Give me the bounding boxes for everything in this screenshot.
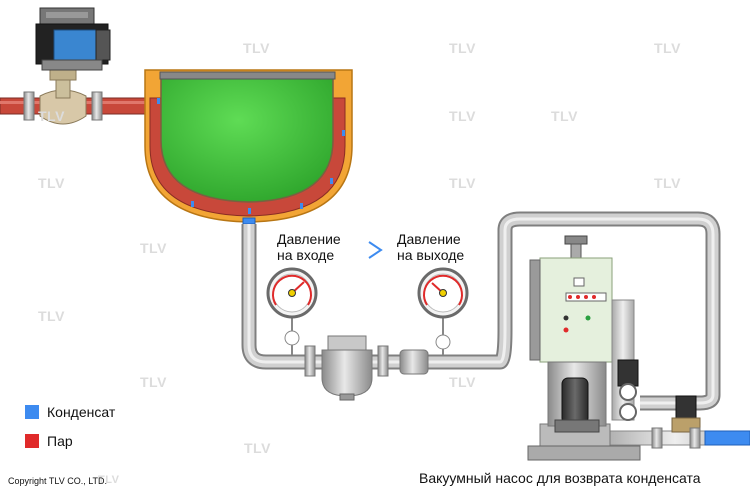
watermark: TLV [140,374,167,390]
copyright-text: Copyright TLV CO., LTD. [8,476,108,486]
watermark: TLV [38,108,65,124]
watermark: TLV [140,240,167,256]
steam-trap [304,335,389,401]
steam-control-valve [23,69,103,125]
watermark: TLV [98,474,120,486]
watermark: TLV [654,175,681,191]
watermark: TLV [551,108,578,124]
watermark: TLV [449,175,476,191]
legend-steam-swatch [25,434,39,448]
watermark: TLV [244,440,271,456]
inline-fitting [399,349,429,375]
watermark: TLV [449,108,476,124]
watermark: TLV [654,40,681,56]
watermark: TLV [38,175,65,191]
inlet-pressure-label: Давление на входе [277,231,341,263]
legend-condensate-swatch [25,405,39,419]
jacketed-vessel [144,69,353,225]
valve-actuator [35,7,111,71]
diagram-caption: Вакуумный насос для возврата конденсата [419,470,701,486]
vacuum-pump-unit [527,235,641,461]
condensate-pipe [241,211,721,411]
inlet-pressure-gauge [266,267,318,355]
inlet-pressure-label-line1: Давление [277,231,341,247]
check-valve [651,395,701,449]
legend-condensate: Конденсат [25,404,115,420]
legend-steam-label: Пар [47,433,73,449]
outlet-pressure-label-line2: на выходе [397,247,465,263]
legend-steam: Пар [25,433,73,449]
watermark: TLV [449,374,476,390]
watermark: TLV [449,40,476,56]
legend-condensate-label: Конденсат [47,404,116,420]
flow-arrow-icon [368,241,383,259]
watermark: TLV [243,40,270,56]
outlet-pressure-gauge [417,267,469,355]
inlet-pressure-label-line2: на входе [277,247,335,263]
watermark: TLV [38,308,65,324]
discharge-pipe [539,423,750,447]
outlet-pressure-label-line1: Давление [397,231,461,247]
outlet-pressure-label: Давление на выходе [397,231,464,263]
